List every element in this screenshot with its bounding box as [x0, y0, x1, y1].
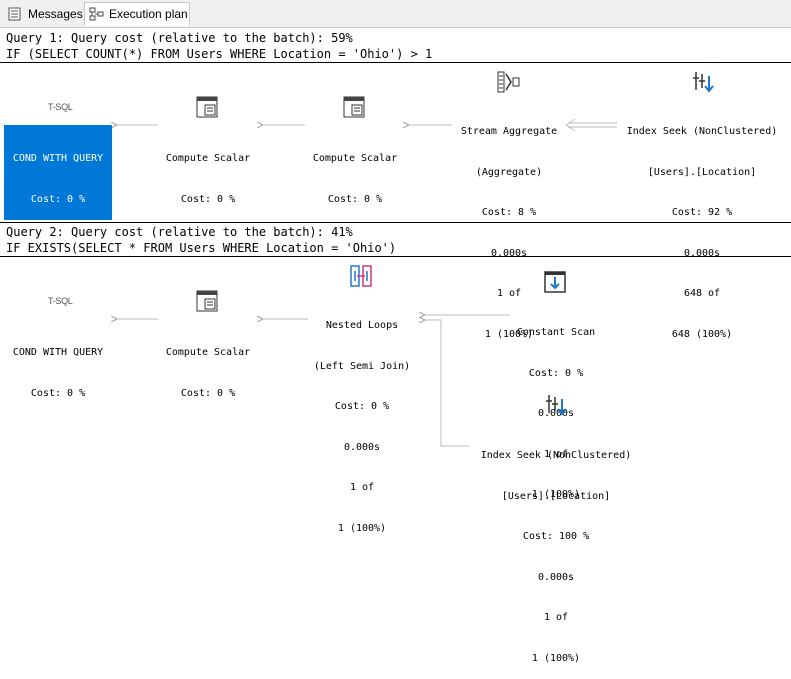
q2-index-seek-icon: [546, 395, 567, 416]
q2-seek-line-4: 1 of: [543, 612, 569, 623]
q1-stream-line-5: 1 (100%): [484, 328, 534, 340]
query1-divider: [0, 62, 791, 63]
tab-execution-plan-label: Execution plan: [109, 7, 188, 21]
q2-node-index-seek[interactable]: Index Seek (NonClustered) [Users].[Locat…: [466, 422, 646, 679]
q2-constant-line-1: Cost: 0 %: [528, 367, 584, 379]
execution-plan-icon: [89, 7, 104, 21]
q2-constant-scan-icon: [544, 271, 566, 293]
q2-loops-line-3: 0.000s: [343, 441, 381, 453]
q2-tsql-badge: T-SQL: [48, 296, 73, 306]
q2-compute-scalar-icon: [196, 290, 218, 312]
q2-constant-line-0: Constant Scan: [516, 327, 596, 338]
q1-seek-line-2: Cost: 92 %: [671, 207, 733, 218]
q1-seek-line-4: 648 of: [683, 288, 721, 299]
plan-connectors: [0, 118, 617, 447]
q1-seek-line-1: [Users].[Location]: [647, 166, 757, 178]
q1-stream-aggregate-icon: [497, 71, 520, 93]
q2-seek-line-0: Index Seek (NonClustered): [480, 450, 632, 461]
query2-sql: IF EXISTS(SELECT * FROM Users WHERE Loca…: [6, 241, 397, 255]
q1-stream-line-3: 0.000s: [490, 247, 528, 259]
q2-loops-line-1: (Left Semi Join): [313, 360, 411, 372]
q1-node-compute-scalar-2[interactable]: Compute Scalar Cost: 0 %: [295, 125, 415, 220]
q1-tsql-line-1: Cost: 0 %: [30, 193, 86, 205]
q2-nested-loops-icon: [350, 265, 372, 287]
q1-stream-line-0: Stream Aggregate: [460, 126, 558, 137]
query2-top-divider: [0, 222, 791, 223]
q1-tsql-badge: T-SQL: [48, 102, 73, 112]
q1-compute-scalar-1-icon: [196, 96, 218, 118]
q2-seek-line-3: 0.000s: [537, 571, 575, 583]
tab-messages-label: Messages: [28, 7, 83, 21]
q1-node-compute-scalar-1[interactable]: Compute Scalar Cost: 0 %: [148, 125, 268, 220]
messages-icon: [8, 7, 21, 21]
q1-stream-line-1: (Aggregate): [475, 166, 543, 178]
q2-loops-line-0: Nested Loops: [325, 320, 399, 331]
q1-compute-scalar-2-icon: [343, 96, 365, 118]
q1-arrow-seek-to-stream: [565, 118, 617, 132]
q1-node-index-seek[interactable]: Index Seek (NonClustered) [Users].[Locat…: [612, 98, 791, 355]
q2-constant-line-4: 1 (100%): [531, 489, 581, 500]
results-tab-bar: Messages Execution plan: [0, 0, 791, 28]
q1-node-cond-with-query[interactable]: COND WITH QUERY Cost: 0 %: [4, 125, 112, 220]
q2-seek-line-2: Cost: 100 %: [522, 531, 590, 542]
tab-messages[interactable]: Messages: [4, 3, 87, 25]
q2-constant-line-3: 1 of: [543, 448, 569, 460]
q1-tsql-line-0: COND WITH QUERY: [12, 153, 104, 164]
q1-seek-line-3: 0.000s: [683, 247, 721, 259]
q1-seek-line-0: Index Seek (NonClustered): [626, 126, 778, 137]
q1-index-seek-icon: [693, 72, 714, 93]
q2-tsql-line-1: Cost: 0 %: [30, 387, 86, 399]
q1-compute1-line-1: Cost: 0 %: [180, 193, 236, 205]
q1-stream-line-4: 1 of: [496, 288, 522, 299]
q2-loops-line-2: Cost: 0 %: [334, 401, 390, 412]
q2-compute-line-0: Compute Scalar: [165, 347, 251, 358]
query1-header: Query 1: Query cost (relative to the bat…: [6, 31, 353, 45]
q1-compute1-line-0: Compute Scalar: [165, 153, 251, 164]
query2-header: Query 2: Query cost (relative to the bat…: [6, 225, 353, 239]
q2-node-nested-loops[interactable]: Nested Loops (Left Semi Join) Cost: 0 % …: [302, 292, 422, 549]
q2-compute-line-1: Cost: 0 %: [180, 387, 236, 399]
q2-node-compute-scalar[interactable]: Compute Scalar Cost: 0 %: [148, 319, 268, 414]
q2-node-cond-with-query[interactable]: COND WITH QUERY Cost: 0 %: [4, 319, 112, 414]
q2-loops-line-4: 1 of: [349, 482, 375, 493]
q1-seek-line-5: 648 (100%): [671, 328, 733, 340]
q1-compute2-line-0: Compute Scalar: [312, 153, 398, 164]
q2-arrow-seek-to-loops: [424, 320, 470, 447]
q1-stream-line-2: Cost: 8 %: [481, 207, 537, 218]
q1-node-stream-aggregate[interactable]: Stream Aggregate (Aggregate) Cost: 8 % 0…: [449, 98, 569, 355]
q2-tsql-line-0: COND WITH QUERY: [12, 347, 104, 358]
tab-execution-plan[interactable]: Execution plan: [84, 2, 190, 26]
query1-sql: IF (SELECT COUNT(*) FROM Users WHERE Loc…: [6, 47, 433, 61]
q2-seek-line-1: [Users].[Location]: [501, 490, 611, 502]
q2-node-constant-scan[interactable]: Constant Scan Cost: 0 % 0.000s 1 of 1 (1…: [496, 299, 616, 515]
query2-divider: [0, 256, 791, 257]
q1-compute2-line-1: Cost: 0 %: [327, 193, 383, 205]
q2-loops-line-5: 1 (100%): [337, 522, 387, 534]
q2-seek-line-5: 1 (100%): [531, 652, 581, 664]
q2-constant-line-2: 0.000s: [537, 408, 575, 419]
